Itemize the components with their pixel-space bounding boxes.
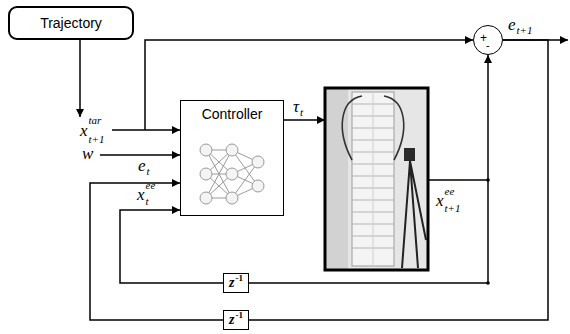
signal-symbol: e [508, 16, 516, 33]
robot-cable [384, 96, 404, 160]
signal-index: tar [89, 115, 102, 126]
tripod [402, 161, 426, 268]
signal-index: t+1 [517, 25, 533, 36]
node-label: Trajectory [40, 16, 102, 30]
delay-box: z-1 [223, 273, 249, 293]
net-links [206, 150, 258, 198]
camera [404, 148, 415, 161]
net-neuron [226, 192, 238, 204]
signal-symbol: x [137, 186, 145, 203]
trajectory-wire [79, 40, 81, 117]
signal-symbol: τ [293, 98, 299, 115]
sign-label: + [480, 32, 487, 44]
weight-wire [100, 154, 180, 156]
robot-cable [342, 96, 362, 160]
signal-index: t+1 [445, 203, 461, 214]
net-neuron [200, 144, 212, 156]
delay-box: z-1 [223, 310, 249, 330]
photo-ground [325, 88, 428, 270]
delay-exponent: -1 [235, 274, 243, 283]
signal-index: ee [445, 186, 455, 197]
feedback-wire [487, 55, 489, 283]
signal-connector [90, 183, 223, 320]
signal-symbol: e [138, 157, 146, 174]
node-label: Controller [181, 107, 283, 121]
signal-index: t [147, 166, 150, 177]
signal-index: ee [146, 180, 156, 191]
signal-symbol: x [80, 122, 88, 139]
net-neuron [200, 168, 212, 180]
photo-frame [325, 88, 428, 270]
neural-net-icon [200, 144, 264, 204]
sum-junction: +- [473, 25, 503, 55]
net-neuron [252, 180, 264, 192]
signal-symbol: x [436, 192, 444, 209]
torque-wire [284, 119, 325, 121]
photo-shade [326, 89, 348, 269]
net-neuron [226, 144, 238, 156]
delay-symbol: z [229, 313, 234, 327]
robot-column [352, 92, 394, 266]
robot-photo [325, 88, 428, 270]
robot-axis [373, 92, 374, 266]
target-wire [112, 129, 180, 131]
trajectory-box: Trajectory [8, 6, 134, 40]
net-neuron [252, 156, 264, 168]
signal-index: t+1 [89, 134, 105, 145]
net-neuron [200, 192, 212, 204]
signal-index: t [146, 196, 149, 207]
delay-symbol: z [229, 276, 234, 290]
delay-wire [249, 282, 488, 284]
signal-index: t [300, 107, 303, 118]
sign-label: - [486, 40, 490, 51]
output-wire [428, 179, 488, 181]
signal-symbol: w [82, 145, 93, 162]
junction-dot [486, 281, 490, 285]
junction-dot [486, 178, 490, 182]
controller-box: Controller [180, 100, 284, 216]
delay-exponent: -1 [235, 311, 243, 320]
net-neuron [226, 168, 238, 180]
signal-connector [120, 210, 223, 283]
signal-connector [249, 40, 548, 320]
